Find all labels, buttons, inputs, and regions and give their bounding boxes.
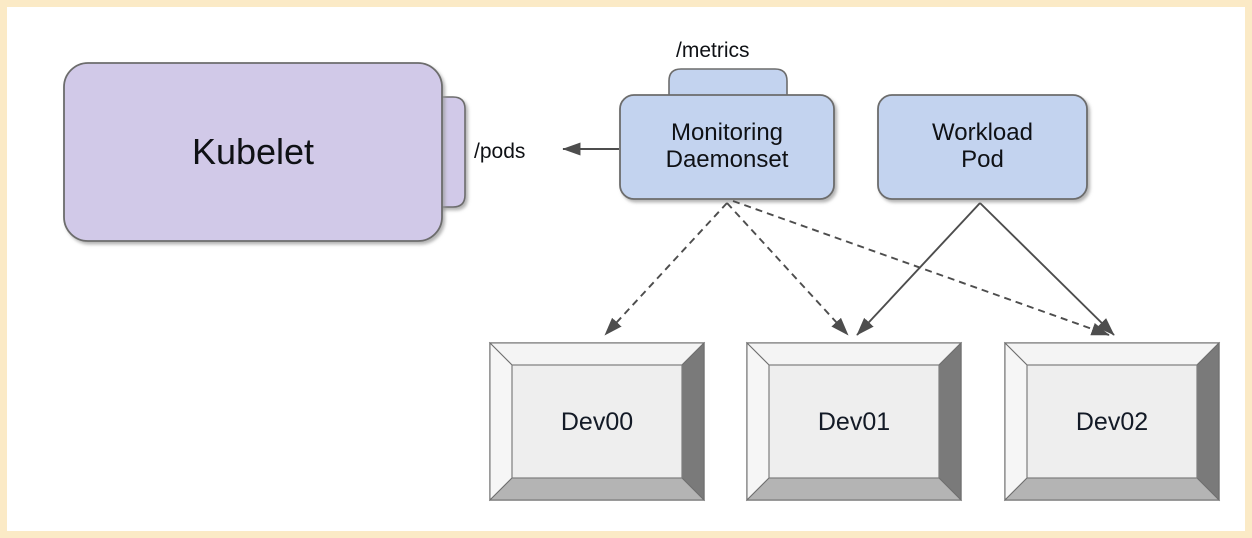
edge-workload-to-dev02 xyxy=(979,202,1115,336)
monitoring-daemonset-node[interactable] xyxy=(619,94,835,200)
diagram-vector-layer xyxy=(63,62,1221,502)
edge-monitoring-to-dev01 xyxy=(726,202,849,336)
kubelet-node[interactable] xyxy=(63,62,443,242)
device-dev02[interactable] xyxy=(1003,341,1221,502)
edge-monitoring-to-dev00 xyxy=(604,202,728,336)
edge-workload-to-dev01 xyxy=(856,202,981,336)
workload-pod-node[interactable] xyxy=(877,94,1088,200)
edge-monitoring-to-dev02 xyxy=(732,200,1110,336)
device-dev01[interactable] xyxy=(745,341,963,502)
pods-edge-label: /pods xyxy=(474,140,526,163)
metrics-port-tab xyxy=(668,68,788,100)
metrics-edge-label: /metrics xyxy=(676,39,750,62)
device-dev00[interactable] xyxy=(488,341,706,502)
